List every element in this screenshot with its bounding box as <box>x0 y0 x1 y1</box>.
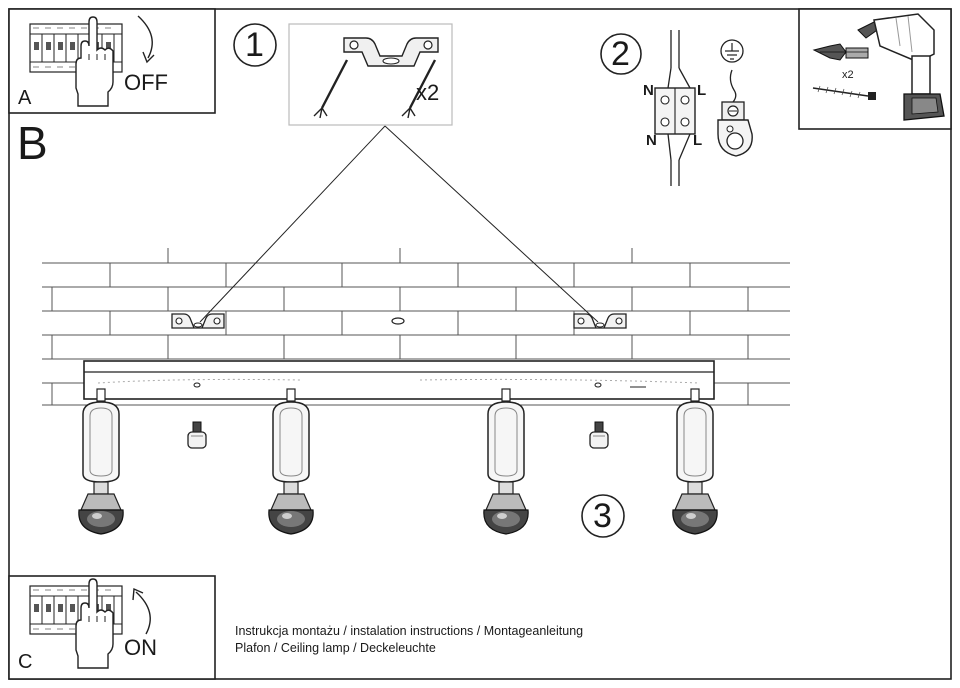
fixing-cap-left <box>187 421 207 449</box>
panel-c-letter: C <box>18 651 33 673</box>
earth-terminal-detail <box>717 39 753 157</box>
mounting-bracket-detail <box>313 37 439 119</box>
bracket-quantity: x2 <box>416 80 440 105</box>
lamp-bar <box>83 360 715 400</box>
breaker-off-illustration <box>29 15 155 107</box>
neutral-bottom-label: N <box>646 132 657 149</box>
fixing-cap-right <box>589 421 609 449</box>
step-3-number: 3 <box>593 497 612 535</box>
live-bottom-label: L <box>693 132 703 149</box>
wall-bracket-left <box>171 313 225 329</box>
footer-line-1: Instrukcja montażu / instalation instruc… <box>235 624 584 638</box>
step-1-circle <box>233 23 277 67</box>
neutral-top-label: N <box>643 82 654 99</box>
brick-wall <box>42 248 790 406</box>
step-1-number: 1 <box>245 26 264 64</box>
switch-on-label: ON <box>124 635 157 660</box>
step-3-circle <box>581 494 625 538</box>
leader-lines <box>199 125 599 323</box>
fixings-quantity: x2 <box>842 69 854 81</box>
spotlight-4 <box>672 388 718 535</box>
panel-b-letter: B <box>17 117 48 169</box>
spotlight-2 <box>268 388 314 535</box>
drill-and-fixings-illustration <box>812 13 945 121</box>
footer-line-2: Plafon / Ceiling lamp / Deckeleuchte <box>235 641 436 655</box>
terminal-block-detail <box>654 30 696 186</box>
wall-hole <box>391 317 405 325</box>
step-2-number: 2 <box>611 35 630 73</box>
step-2-circle <box>600 33 642 75</box>
spotlight-1 <box>78 388 124 535</box>
wall-bracket-right <box>573 313 627 329</box>
switch-off-label: OFF <box>124 70 168 95</box>
panel-a-letter: A <box>18 87 32 109</box>
spotlight-3 <box>483 388 529 535</box>
live-top-label: L <box>697 82 707 99</box>
breaker-on-illustration <box>29 578 151 669</box>
